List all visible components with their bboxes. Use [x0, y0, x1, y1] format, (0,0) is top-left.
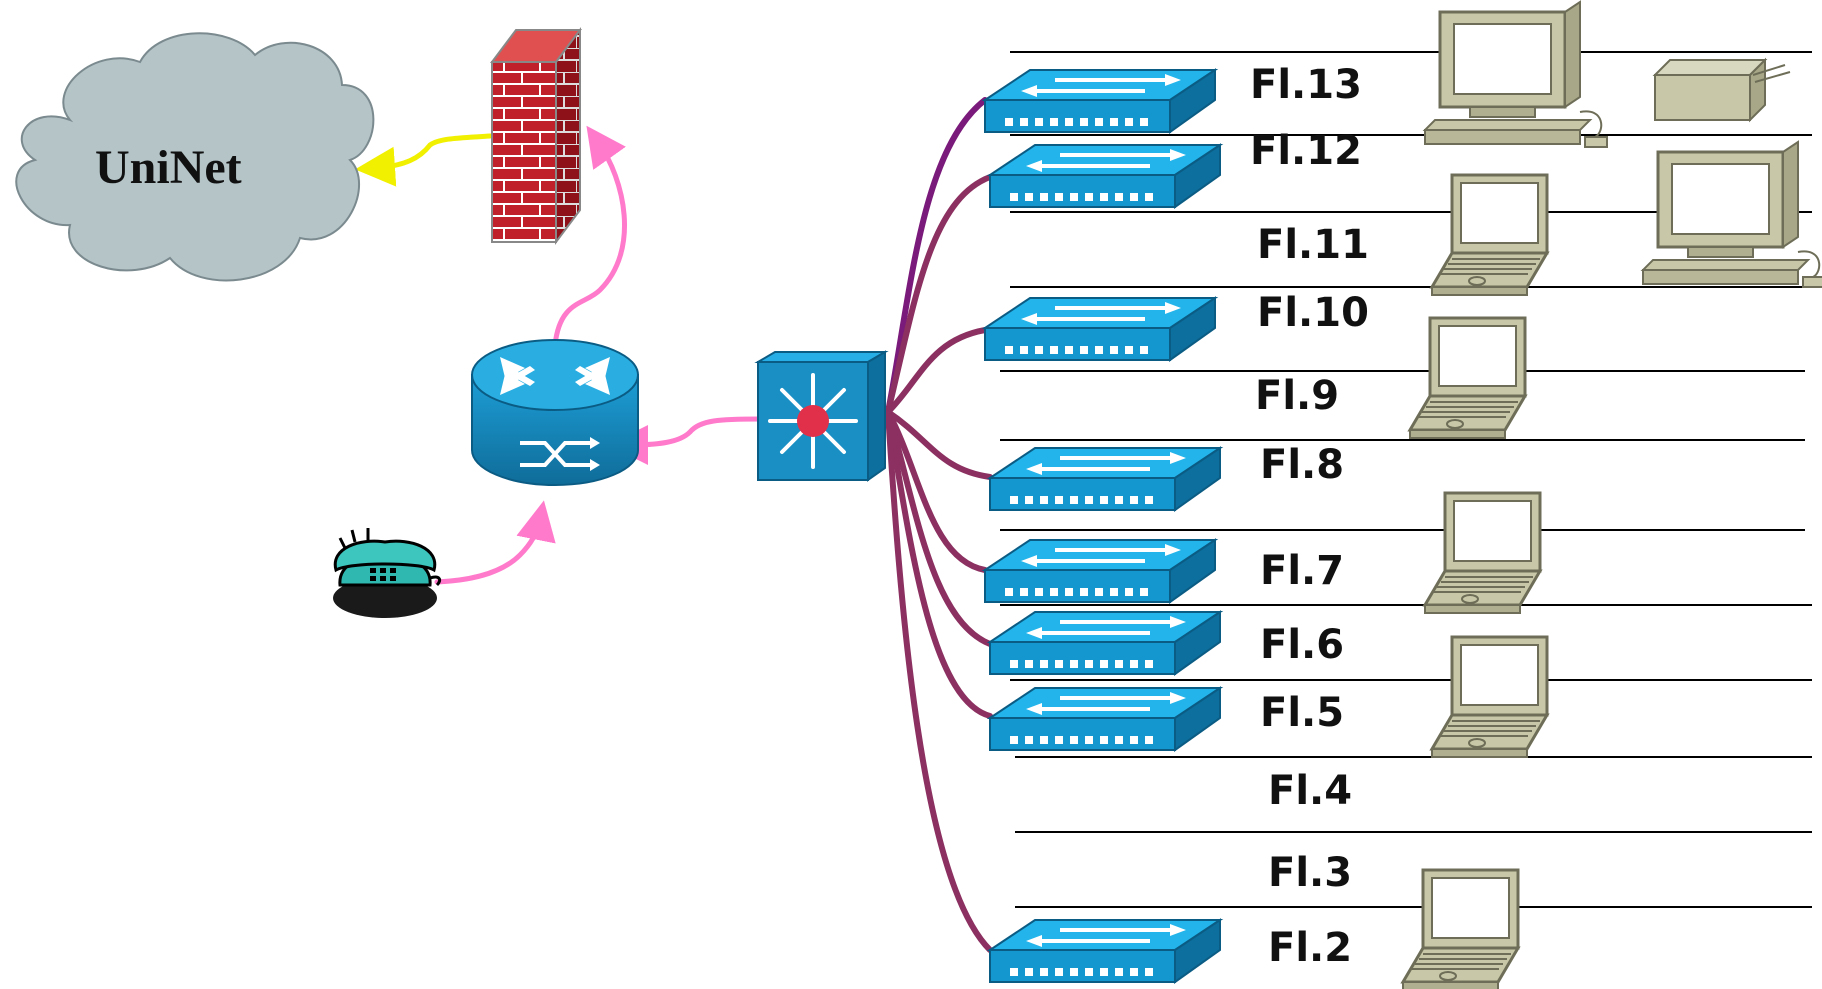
laptop-icon — [1400, 868, 1521, 989]
switch-icon — [986, 446, 1224, 512]
switch-icon — [986, 610, 1224, 676]
end-devices — [1400, 0, 1822, 989]
telephone-icon — [333, 528, 442, 618]
cloud-label: UniNet — [95, 141, 242, 194]
desktop-computer-icon — [1422, 0, 1608, 148]
multilayer-switch-icon — [754, 350, 889, 482]
laptop-icon — [1407, 316, 1528, 439]
phone-to-router-link — [434, 500, 556, 585]
floor-label-5: Fl.5 — [1260, 690, 1345, 736]
cloud-icon — [15, 32, 375, 282]
firewall-to-internet-link — [355, 133, 493, 187]
switch-icon — [986, 918, 1224, 984]
floor-label-3: Fl.3 — [1268, 850, 1353, 896]
floor-label-2: Fl.2 — [1268, 925, 1353, 971]
floor-label-10: Fl.10 — [1257, 290, 1369, 336]
switch-icon — [981, 68, 1219, 134]
router-icon — [471, 339, 639, 486]
floor-label-12: Fl.12 — [1250, 128, 1362, 174]
floor-label-7: Fl.7 — [1260, 548, 1345, 594]
laptop-icon — [1429, 635, 1550, 758]
laptop-icon — [1422, 491, 1543, 614]
core-to-router-link — [608, 416, 763, 465]
switch-icon — [981, 296, 1219, 362]
pink-links — [434, 125, 763, 585]
floor-label-8: Fl.8 — [1260, 442, 1345, 488]
floor-label-9: Fl.9 — [1255, 373, 1340, 419]
printer-icon — [1652, 57, 1791, 123]
floor-lines — [1000, 51, 1812, 908]
desktop-computer-icon — [1640, 140, 1822, 288]
laptop-icon — [1429, 173, 1550, 296]
firewall-icon — [490, 27, 582, 245]
switch-icon — [981, 538, 1219, 604]
switch-icon — [986, 686, 1224, 752]
floor-label-4: Fl.4 — [1268, 768, 1353, 814]
floor-label-11: Fl.11 — [1257, 222, 1369, 268]
router-to-firewall-link — [552, 125, 628, 348]
floor-label-6: Fl.6 — [1260, 622, 1345, 668]
trunk-links — [885, 97, 993, 953]
floor-label-13: Fl.13 — [1250, 62, 1362, 108]
switch-icon — [986, 143, 1224, 209]
floor-switches — [981, 68, 1224, 984]
